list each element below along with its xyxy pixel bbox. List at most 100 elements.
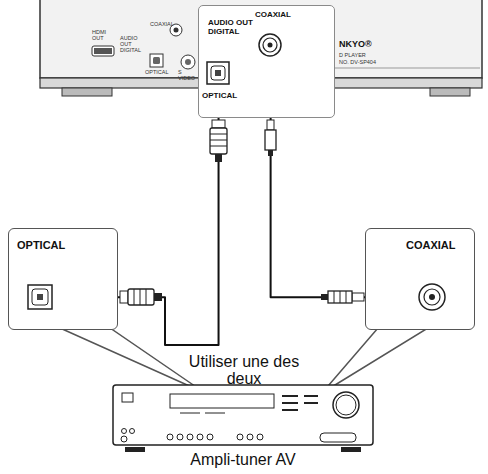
coax-jack (263, 38, 277, 52)
optical-jack (215, 70, 221, 76)
coax-plug (352, 293, 364, 301)
optical-jack (32, 289, 48, 305)
button (320, 433, 356, 442)
label: D PLAYER (339, 53, 399, 59)
hdmi-port (92, 46, 114, 56)
coax-jack (259, 34, 281, 56)
optical-plug (134, 289, 135, 305)
coax-jack (419, 284, 445, 310)
button (247, 434, 253, 440)
hdmi-port (94, 48, 112, 54)
button (282, 395, 298, 397)
button (282, 402, 298, 404)
button (237, 434, 243, 440)
label: AUDIO OUT DIGITAL (120, 36, 150, 53)
coax-jack (424, 289, 440, 305)
optical-plug (210, 128, 227, 154)
cable-line (118, 118, 219, 345)
coax-plug (340, 291, 341, 303)
button (205, 413, 225, 414)
button-row (167, 434, 263, 440)
optical-plug (154, 293, 162, 301)
player-foot (62, 88, 112, 96)
label: NKYO® (339, 40, 399, 49)
callout-ground (8, 228, 118, 330)
coax-plug (334, 291, 335, 303)
coax-plug (328, 291, 352, 303)
button (304, 395, 318, 397)
receiver-foot (125, 447, 145, 452)
button (207, 434, 213, 440)
node-text: OPTICAL (17, 239, 107, 251)
label: OPTICAL (145, 70, 173, 76)
optical-plug (210, 134, 227, 135)
optical-plug (210, 146, 227, 147)
button (304, 402, 318, 404)
button (180, 413, 200, 414)
optical-jack (150, 54, 163, 67)
cable (118, 118, 219, 345)
optical-plug (215, 154, 222, 162)
optical-plug (140, 289, 141, 305)
coax-plug (321, 294, 328, 300)
node-text: OPTICAL (202, 92, 246, 101)
node-text: COAXIAL (255, 11, 295, 20)
callout-pointer (60, 328, 205, 393)
optical-plug (210, 140, 227, 141)
jack (122, 429, 127, 434)
button (177, 434, 183, 440)
node-text: AUDIO OUT DIGITAL (208, 19, 260, 37)
receiver: Ampli-tuner AV (113, 385, 376, 473)
callout-ground (365, 228, 475, 330)
button (197, 434, 203, 440)
volume-knob (333, 392, 359, 418)
volume-knob (336, 395, 356, 415)
svideo-jack (181, 55, 195, 69)
label: S VIDEO (178, 70, 200, 82)
receiver-foot (341, 447, 361, 452)
cable-line (271, 118, 365, 297)
player-foot (430, 88, 470, 96)
display (170, 394, 274, 408)
optical-jack (207, 62, 229, 84)
jack (130, 429, 135, 434)
power-button (122, 393, 133, 402)
optical-plug (128, 289, 154, 305)
optical-plug (120, 291, 128, 303)
optical-plug (212, 120, 225, 128)
coax-plug (265, 130, 276, 150)
coax-jack (268, 43, 273, 48)
button (167, 434, 173, 440)
label: NO. DV-SP404 (339, 60, 409, 66)
label: Utiliser une des deux (172, 354, 316, 388)
button (282, 409, 298, 411)
optical-jack (211, 66, 225, 80)
button (257, 434, 263, 440)
callout-box: COAXIAL (365, 228, 475, 330)
coax-jack (429, 294, 435, 300)
inset-box: AUDIO OUT DIGITALCOAXIAL OPTICAL (198, 5, 335, 118)
coax-jack (174, 28, 179, 33)
node-text: Ampli-tuner AV (113, 451, 373, 469)
panel-line (335, 68, 480, 69)
coax-plug (268, 150, 273, 156)
callout-box: OPTICAL (8, 228, 118, 330)
svideo-jack (185, 59, 191, 65)
optical-plug (146, 289, 147, 305)
cable (271, 118, 365, 297)
optical-jack (37, 294, 43, 300)
node-text: COAXIAL (406, 239, 472, 251)
button (187, 434, 193, 440)
callout-pointer (322, 328, 428, 393)
optical-jack (153, 57, 160, 64)
jack (121, 436, 127, 442)
inset-ground (198, 5, 335, 118)
optical-jack (28, 285, 52, 309)
label: COAXIAL (150, 22, 176, 28)
receiver-body (113, 385, 373, 445)
coax-plug (267, 120, 274, 130)
coax-plug (346, 291, 347, 303)
